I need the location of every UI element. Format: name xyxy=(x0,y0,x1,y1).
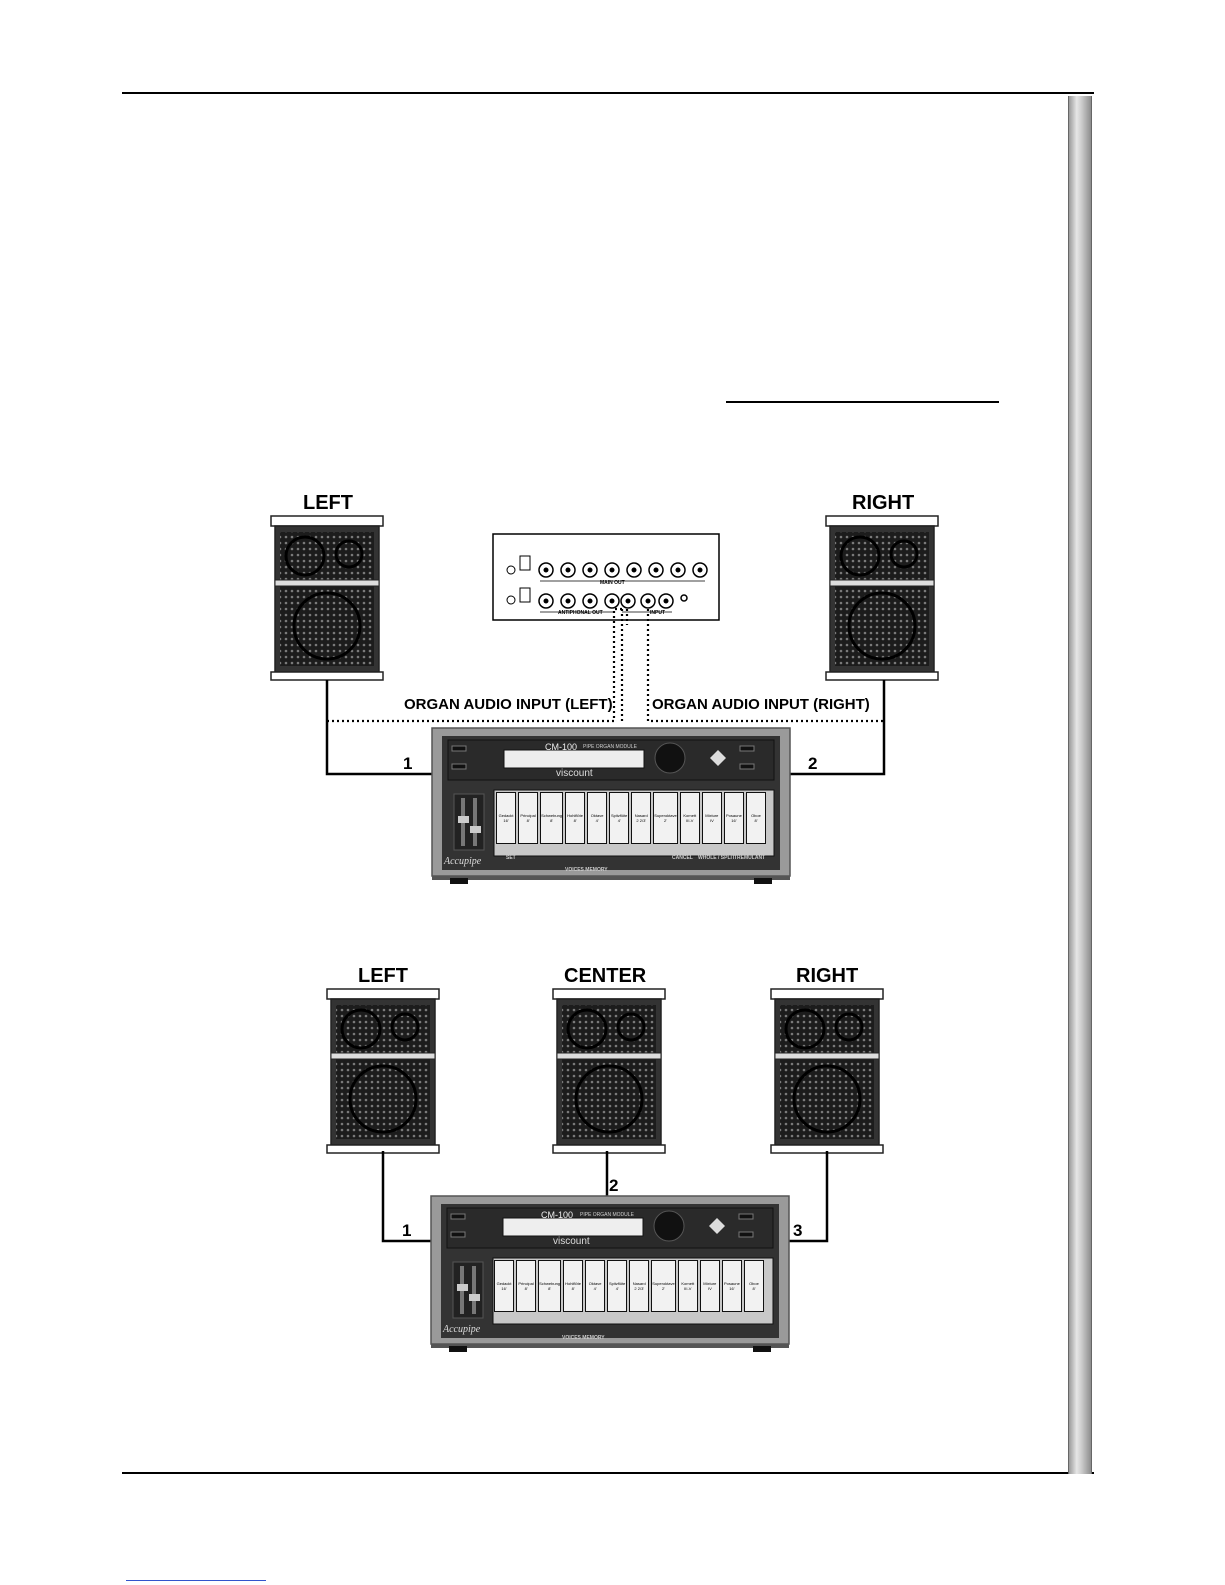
d2-cable-2: 2 xyxy=(609,1176,619,1195)
d2-left-speaker xyxy=(325,987,441,1155)
d1-module-subtitle: PIPE ORGAN MODULE xyxy=(583,744,637,750)
d1-right-label: RIGHT xyxy=(852,492,915,514)
rear-main-out: MAIN OUT xyxy=(600,580,625,586)
d1-cable-1: 1 xyxy=(403,754,413,773)
text-underline xyxy=(726,401,999,403)
footer-link-underline xyxy=(126,1580,266,1581)
d1-left-label: LEFT xyxy=(303,492,353,514)
top-rule xyxy=(122,92,1094,94)
d2-right-label: RIGHT xyxy=(796,965,859,987)
d1-module-model: CM-100 xyxy=(545,742,578,752)
d1-module-brand: viscount xyxy=(556,768,593,779)
d2-cable-1: 1 xyxy=(402,1221,412,1240)
rear-panel xyxy=(492,533,720,621)
d2-cable-3: 3 xyxy=(793,1221,803,1240)
d1-input-right-label: ORGAN AUDIO INPUT (RIGHT) xyxy=(652,696,870,713)
d1-left-speaker xyxy=(269,514,385,682)
rear-antiphonal-out: ANTIPHONAL OUT xyxy=(558,610,603,616)
d1-right-speaker xyxy=(824,514,940,682)
d1-voices-memory: VOICES MEMORY xyxy=(565,867,608,873)
rear-input: INPUT xyxy=(650,610,665,616)
d2-voices-memory: VOICES MEMORY xyxy=(562,1335,605,1341)
d2-module-model: CM-100 xyxy=(541,1210,574,1220)
d2-left-label: LEFT xyxy=(358,965,408,987)
d2-center-speaker xyxy=(551,987,667,1155)
d2-module-logo: Accupipe xyxy=(443,1324,481,1335)
d1-input-left-label: ORGAN AUDIO INPUT (LEFT) xyxy=(404,696,613,713)
d1-tremulant-button[interactable]: TREMULANT xyxy=(734,855,766,861)
side-tab-bar xyxy=(1068,96,1092,1474)
d2-module-subtitle: PIPE ORGAN MODULE xyxy=(580,1212,634,1218)
d2-module-brand: viscount xyxy=(553,1236,590,1247)
d2-center-label: CENTER xyxy=(564,965,647,987)
d2-right-speaker xyxy=(769,987,885,1155)
d1-cancel-button[interactable]: CANCEL xyxy=(672,855,693,861)
d1-cable-2: 2 xyxy=(808,754,818,773)
d1-set-button[interactable]: SET xyxy=(506,855,516,861)
d1-module-logo: Accupipe xyxy=(444,856,482,867)
d1-whole-split-button[interactable]: WHOLE / SPLIT xyxy=(698,855,735,861)
bottom-rule xyxy=(122,1472,1094,1474)
